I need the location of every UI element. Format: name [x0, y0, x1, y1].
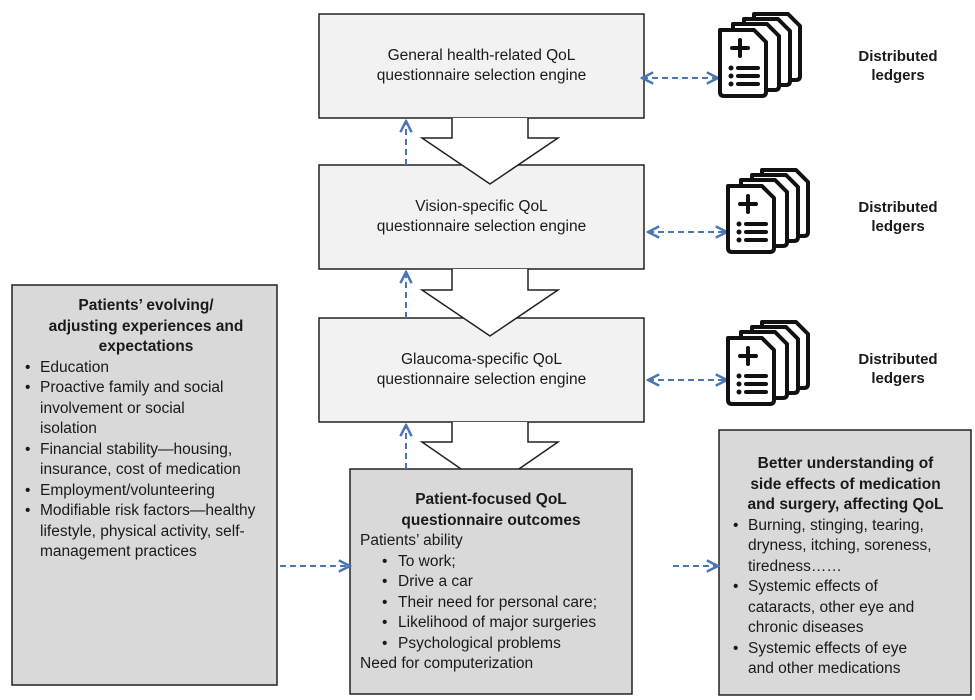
- list-item: Likelihood of major surgeries: [360, 613, 630, 634]
- list-item: Employment/volunteering: [18, 481, 274, 502]
- document-stack-icon: [718, 12, 802, 98]
- list-item: Financial stability—housing, insurance, …: [18, 440, 274, 481]
- center-box-footer: Need for computerization: [360, 655, 534, 672]
- engine-general: General health-related QoL questionnaire…: [320, 15, 643, 117]
- engine-general-label: General health-related QoL questionnaire…: [376, 47, 587, 84]
- engine-vision: Vision-specific QoL questionnaire select…: [320, 166, 643, 268]
- engine-glaucoma-label: Glaucoma-specific QoL questionnaire sele…: [376, 351, 587, 388]
- down-arrow-1: [419, 118, 561, 185]
- engine-glaucoma: Glaucoma-specific QoL questionnaire sele…: [320, 319, 643, 421]
- list-item: Education: [18, 358, 274, 379]
- list-item: Psychological problems: [360, 634, 630, 655]
- right-box-content: Better understanding of side effects of …: [722, 454, 969, 680]
- right-box-title: Better understanding of side effects of …: [747, 455, 944, 513]
- list-item: Their need for personal care;: [360, 593, 630, 614]
- list-item: Systemic effects of cataracts, other eye…: [726, 577, 969, 639]
- ledger-label-3: Distributed ledgers: [858, 351, 938, 387]
- list-item: Drive a car: [360, 572, 630, 593]
- down-arrow-2: [419, 269, 561, 337]
- list-item: Systemic effects of eye and other medica…: [726, 639, 969, 680]
- center-box-body: Patients’ ability To work; Drive a car T…: [352, 531, 630, 675]
- list-item: To work;: [360, 552, 630, 573]
- engine-box-general: [318, 13, 645, 119]
- center-box-title: Patient-focused QoL questionnaire outcom…: [401, 491, 581, 529]
- left-box-list: Education Proactive family and social in…: [18, 358, 274, 563]
- list-item: Burning, stinging, tearing, dryness, itc…: [726, 516, 969, 578]
- engine-box-vision: [318, 164, 645, 270]
- center-box-list: To work; Drive a car Their need for pers…: [360, 552, 630, 655]
- ledger-label-2: Distributed ledgers: [858, 199, 938, 235]
- center-box-intro: Patients’ ability: [360, 532, 463, 549]
- center-box-content: Patient-focused QoL questionnaire outcom…: [352, 490, 630, 675]
- ledger-label-1: Distributed ledgers: [858, 48, 938, 84]
- document-stack-icon: [726, 168, 810, 254]
- engine-vision-label: Vision-specific QoL questionnaire select…: [376, 198, 587, 235]
- list-item: Modifiable risk factors—healthy lifestyl…: [18, 501, 274, 563]
- document-stack-icon: [726, 320, 810, 406]
- list-item: Proactive family and social involvement …: [18, 378, 274, 440]
- left-box-title: Patients’ evolving/ adjusting experience…: [48, 297, 244, 355]
- right-box-list: Burning, stinging, tearing, dryness, itc…: [722, 516, 969, 680]
- left-box-content: Patients’ evolving/ adjusting experience…: [18, 296, 274, 563]
